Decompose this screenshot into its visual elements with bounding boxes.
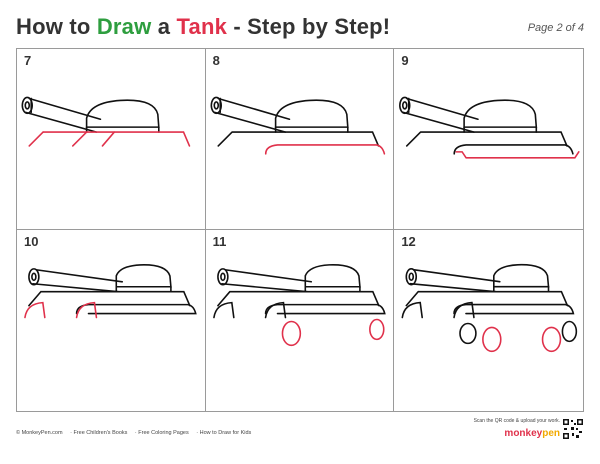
step-drawing [212,264,386,347]
step-drawing [21,96,191,147]
step-number: 7 [24,53,32,68]
footer-link[interactable]: · How to Draw for Kids [196,430,252,436]
footer-link[interactable]: · Free Coloring Pages [134,430,189,436]
step-number: 9 [401,53,409,68]
step-number: 8 [212,53,220,68]
scan-qr-text: Scan the QR code & upload your work. [473,418,560,424]
footer-link[interactable]: · Free Children's Books [70,430,128,436]
step-cell: 9 [394,49,583,230]
step-number: 10 [24,234,39,249]
title-tank-word: Tank [176,14,228,39]
step-cell: 8 [205,49,395,230]
step-cell: 11 [206,230,395,411]
step-number: 11 [212,234,227,249]
steps-grid: 7 8 [16,48,584,412]
step-cell: 10 [17,230,206,411]
step-drawing [210,96,385,155]
title-draw-word: Draw [96,14,152,39]
step-drawing [401,263,578,353]
page-number: Page 2 of 4 [527,22,584,34]
step-drawing [24,264,197,319]
monkeypen-logo: monkeypen [504,428,560,439]
footer-copyright: © MonkeyPen.com [16,430,63,436]
footer-links: © MonkeyPen.com · Free Children's Books … [16,430,257,436]
step-cell: 12 [394,230,583,411]
page-title: How to Draw a Tank - Step by Step! [16,14,391,39]
step-drawing [399,96,580,159]
step-number: 12 [401,234,416,249]
step-cell: 7 [17,49,206,230]
qr-code-icon[interactable] [562,418,584,440]
